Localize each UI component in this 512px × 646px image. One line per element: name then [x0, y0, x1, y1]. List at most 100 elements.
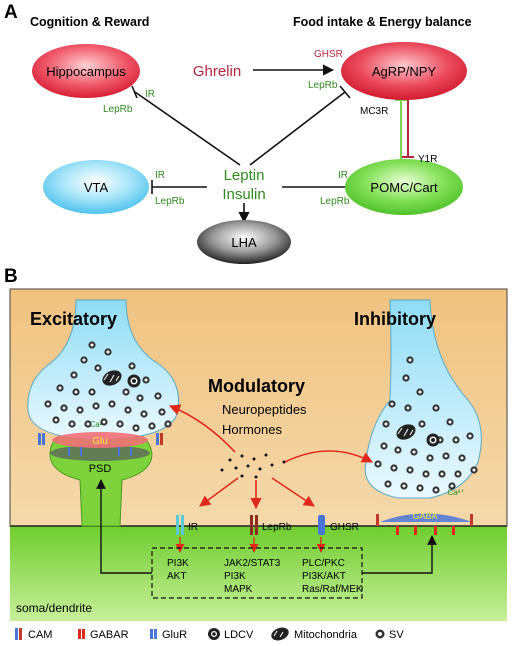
synaptic-vesicle	[56, 384, 64, 392]
synaptic-vesicle	[94, 364, 102, 372]
synaptic-vesicle	[142, 376, 150, 384]
pathway-ir-2: AKT	[167, 571, 186, 582]
ca-right-label: Ca²⁺	[447, 488, 464, 497]
panel-a-connections	[131, 64, 367, 224]
glu-cleft	[52, 432, 148, 448]
mitochondria-left	[102, 370, 122, 386]
ghsr-label: GHSR	[330, 522, 359, 533]
inhibitory-title: Inhibitory	[354, 309, 436, 329]
hormones-label: Hormones	[222, 422, 282, 437]
gaba-label: GABA	[412, 511, 437, 521]
soma-dendrite-label: soma/dendrite	[16, 601, 92, 615]
hippocampus-inhibit-bar	[131, 85, 138, 99]
synaptic-vesicle	[452, 436, 460, 444]
leprb-receptor	[250, 515, 258, 535]
agrp-ghsr-label: GHSR	[314, 49, 343, 60]
pomc-leprb-label: LepRb	[320, 196, 350, 207]
ir-label: IR	[188, 522, 198, 533]
legend-ldcv-label: LDCV	[224, 629, 254, 641]
synaptic-vesicle	[410, 448, 418, 456]
agrp-npy-label: AgRP/NPY	[372, 64, 437, 79]
insulin-label: Insulin	[222, 186, 265, 203]
right-synapse-receptors	[376, 514, 473, 535]
lha-label: LHA	[231, 235, 257, 250]
synaptic-vesicle	[426, 454, 434, 462]
psd-label: PSD	[89, 463, 112, 475]
synaptic-vesicle	[70, 371, 78, 379]
vta-label: VTA	[84, 180, 109, 195]
synaptic-vesicle	[158, 408, 166, 416]
synaptic-vesicle	[382, 420, 390, 428]
synaptic-vesicle	[380, 442, 388, 450]
legend-mitochondria-icon	[271, 627, 289, 641]
synaptic-vesicle	[68, 420, 76, 428]
leptin-label: Leptin	[224, 167, 265, 184]
synaptic-vesicle	[448, 482, 456, 490]
pathway-leprb-3: MAPK	[224, 584, 253, 595]
glu-label: Glu	[92, 436, 108, 447]
pathway-ghsr-1: PLC/PKC	[302, 558, 345, 569]
hippocampus-label: Hippocampus	[46, 64, 126, 79]
leptin-to-agrp-line	[249, 91, 346, 166]
synaptic-vesicle	[470, 466, 478, 474]
synaptic-vesicle	[446, 418, 454, 426]
pathway-leprb-2: PI3K	[224, 571, 246, 582]
panel-a: A Cognition & Reward Food intake & Energ…	[4, 2, 472, 264]
mitochondria-right	[396, 424, 416, 440]
legend-gabar-icon	[78, 629, 85, 639]
left-header: Cognition & Reward	[30, 15, 149, 29]
neuropeptide-dots	[220, 453, 286, 479]
vta-ir-label: IR	[155, 170, 165, 181]
synaptic-vesicle	[390, 464, 398, 472]
synaptic-vesicle	[418, 420, 426, 428]
legend-mitochondria-label: Mitochondria	[294, 629, 358, 641]
pathway-ghsr-2: PI3K/AKT	[302, 571, 346, 582]
ir-receptor	[176, 515, 184, 535]
lha-node	[197, 220, 291, 264]
synaptic-vesicles	[44, 341, 478, 494]
pathway-ir-1: PI3K	[167, 558, 189, 569]
hippo-leprb-label: LepRb	[103, 104, 133, 115]
synaptic-vesicle	[400, 482, 408, 490]
synaptic-vesicle	[404, 404, 412, 412]
synaptic-vesicle	[72, 388, 80, 396]
synaptic-vesicle	[88, 388, 96, 396]
synaptic-vesicle	[388, 400, 396, 408]
mc3r-label: MC3R	[360, 106, 388, 117]
excitatory-title: Excitatory	[30, 309, 117, 329]
agrp-leprb-label: LepRb	[308, 80, 338, 91]
psd-density	[50, 445, 150, 461]
synaptic-vesicle	[80, 356, 88, 364]
synaptic-vesicle	[60, 404, 68, 412]
panel-b: B PSD Glu Ca²⁺ GABA Ca²⁺ Excitatory	[4, 266, 508, 621]
vta-node	[43, 160, 149, 214]
left-synapse-receptors	[38, 433, 163, 456]
receptor-signal-arrows	[175, 537, 326, 553]
synaptic-vesicle	[44, 400, 52, 408]
synaptic-vesicle	[466, 432, 474, 440]
synaptic-vesicle	[406, 466, 414, 474]
synaptic-vesicle	[84, 420, 92, 428]
vta-leprb-label: LepRb	[155, 196, 185, 207]
pomc-ir-label: IR	[338, 170, 348, 181]
synaptic-vesicle	[76, 406, 84, 414]
agrp-inhibit-bar	[339, 85, 351, 99]
pomc-cart-node	[345, 159, 463, 215]
synaptic-vesicle	[458, 454, 466, 462]
synaptic-vesicle	[132, 424, 140, 432]
legend-glur-icon	[150, 629, 157, 639]
synaptic-vesicle	[154, 392, 162, 400]
synaptic-vesicle	[128, 362, 136, 370]
legend-cam-label: CAM	[28, 629, 52, 641]
synaptic-vesicle	[416, 484, 424, 492]
legend-cam-icon	[15, 628, 22, 640]
ca-left-label: Ca²⁺	[89, 420, 106, 429]
panel-a-letter: A	[4, 2, 18, 23]
hippo-ir-label: IR	[145, 89, 155, 100]
leprb-label: LepRb	[262, 522, 292, 533]
synaptic-vesicle	[122, 388, 130, 396]
pathway-leprb-1: JAK2/STAT3	[224, 558, 281, 569]
synaptic-vesicle	[374, 460, 382, 468]
gaba-cleft	[380, 513, 472, 522]
legend-glur-label: GluR	[162, 629, 187, 641]
